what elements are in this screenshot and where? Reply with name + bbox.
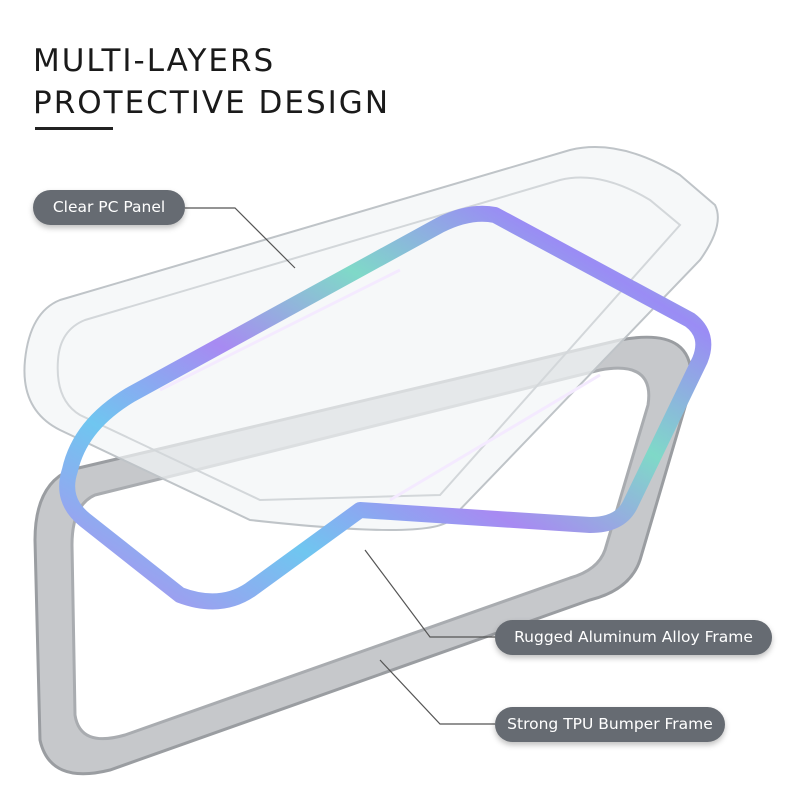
label-tpu-bumper: Strong TPU Bumper Frame <box>495 707 725 742</box>
label-clear-pc-panel: Clear PC Panel <box>33 190 185 225</box>
leader-line-bumper <box>379 659 495 725</box>
label-aluminum-frame: Rugged Aluminum Alloy Frame <box>495 620 772 655</box>
leader-line-frame <box>364 549 495 638</box>
headline-line-2: PROTECTIVE DESIGN <box>33 85 391 121</box>
leader-line-panel <box>185 207 296 269</box>
aluminum-alloy-frame <box>59 205 712 610</box>
headline-line-1: MULTI-LAYERS <box>33 43 276 79</box>
headline: MULTI-LAYERS PROTECTIVE DESIGN <box>33 40 390 124</box>
title-underline <box>35 127 113 130</box>
